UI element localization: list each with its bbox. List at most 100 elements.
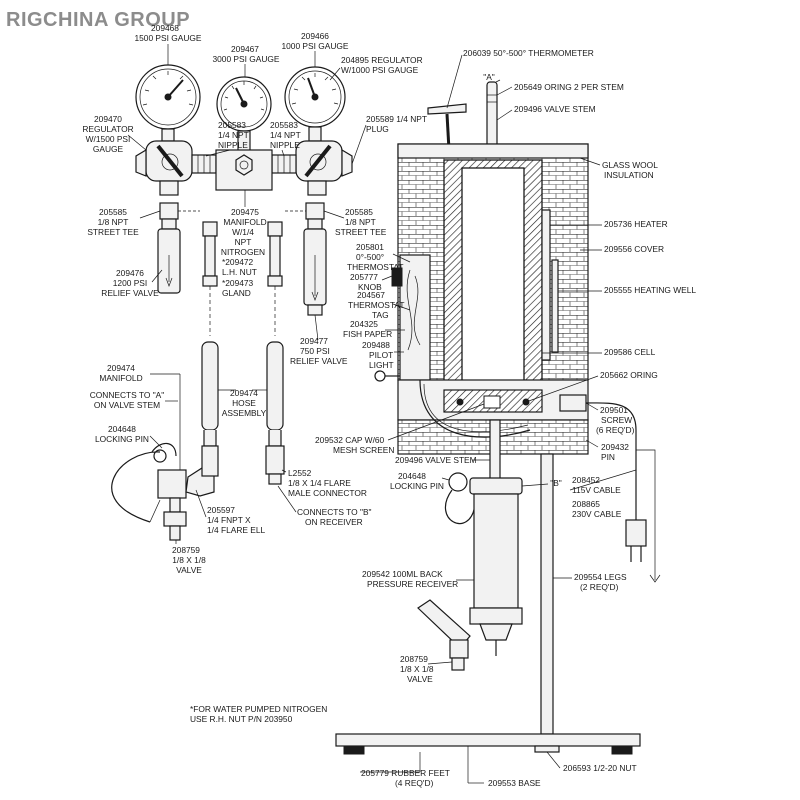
relief-valve-750 <box>303 218 327 316</box>
callout-plug-name: PLUG <box>366 124 389 134</box>
callout-legs-num: 209554 LEGS <box>574 572 627 582</box>
callout-heater: 205736 HEATER <box>604 219 668 229</box>
callout-thermostat-tag-l2: TAG <box>372 310 389 320</box>
callout-nipple-left-num: 205583 <box>218 120 246 130</box>
callout-gauge-1000-name: 1000 PSI GAUGE <box>281 41 348 51</box>
callout-locking-pin-left-num: 204648 <box>108 424 136 434</box>
callout-rubber-feet-name: (4 REQ'D) <box>395 778 434 788</box>
callout-cable-115-name: 115V CABLE <box>572 485 621 495</box>
callout-flare-ell-l2: 1/4 FLARE ELL <box>207 525 266 535</box>
callout-screw-l1: SCREW <box>601 415 632 425</box>
callout-regulator-1500-l3: GAUGE <box>93 144 124 154</box>
callout-label-b: "B" <box>550 478 562 488</box>
callout-pin-name: PIN <box>601 452 615 462</box>
callout-valve-stem-bottom: 209496 VALVE STEM <box>395 455 477 465</box>
callout-footnote-l2: USE R.H. NUT P/N 203950 <box>190 714 293 724</box>
callout-flare-ell-num: 205597 <box>207 505 235 515</box>
stand-leg <box>540 453 554 735</box>
callout-oring-cell: 205662 ORING <box>600 370 658 380</box>
callout-flare-conn-l1: 1/8 X 1/4 FLARE <box>288 478 351 488</box>
callout-street-tee-right-l1: 1/8 NPT <box>345 217 376 227</box>
callout-manifold-top-l4: NITROGEN <box>221 247 265 257</box>
callout-regulator-1000-name: W/1000 PSI GAUGE <box>341 65 419 75</box>
callout-fish-paper-name: FISH PAPER <box>343 329 392 339</box>
callout-manifold-side-num: 209474 <box>107 363 135 373</box>
hose-assembly <box>201 341 285 485</box>
gauge-3000-psi <box>216 76 272 152</box>
cell-cap <box>397 379 589 421</box>
callout-thermostat-l1: 0°-500° <box>356 252 384 262</box>
callout-relief-1200-l1: 1200 PSI <box>113 278 147 288</box>
callout-thermostat-tag-num: 204567 <box>357 290 385 300</box>
side-manifold-assembly <box>111 442 219 541</box>
callout-cable-230-num: 208865 <box>572 499 600 509</box>
callout-street-tee-right-l2: STREET TEE <box>335 227 387 237</box>
callout-hose-l1: HOSE <box>232 398 256 408</box>
locking-pin-right <box>444 472 476 525</box>
gauge-1500-psi <box>135 64 201 142</box>
relief-valve-1200 <box>157 218 181 294</box>
callout-valve-stem-top: 209496 VALVE STEM <box>514 104 596 114</box>
callout-manifold-top-l1: MANIFOLD <box>223 217 266 227</box>
callout-knob-name: KNOB <box>358 282 382 292</box>
valve-right <box>417 599 471 671</box>
callout-regulator-1500-l1: REGULATOR <box>82 124 133 134</box>
callout-gauge-1500-name: 1500 PSI GAUGE <box>134 33 201 43</box>
cell-body <box>443 159 543 399</box>
callout-valve-left-l1: 1/8 X 1/8 <box>172 555 206 565</box>
callout-cell: 209586 CELL <box>604 347 656 357</box>
valve-stem-bottom <box>489 419 501 481</box>
callout-nipple-right-l2: NIPPLE <box>270 140 300 150</box>
callout-gauge-3000-num: 209467 <box>231 44 259 54</box>
callout-locking-pin-right-name: LOCKING PIN <box>390 481 444 491</box>
callout-street-tee-right-num: 205585 <box>345 207 373 217</box>
callout-footnote-l1: *FOR WATER PUMPED NITROGEN <box>190 704 327 714</box>
callout-glass-wool-l2: INSULATION <box>604 170 654 180</box>
callout-rubber-feet-num: 205779 RUBBER FEET <box>361 768 450 778</box>
callout-valve-right-l1: 1/8 X 1/8 <box>400 664 434 674</box>
callout-thermostat-tag-l1: THERMOSTAT <box>348 300 404 310</box>
callout-legs-name: (2 REQ'D) <box>580 582 619 592</box>
leader-lines <box>127 44 637 784</box>
callout-screw-num: 209501 <box>600 405 628 415</box>
hose-ends-upper <box>202 221 283 336</box>
power-cable <box>559 394 661 583</box>
heater-element <box>541 209 551 361</box>
callout-regulator-1500-l2: W/1500 PSI <box>86 134 131 144</box>
street-tee-left <box>159 202 179 220</box>
street-tee-right <box>305 202 325 220</box>
callout-cover: 209556 COVER <box>604 244 664 254</box>
callout-flare-ell-l1: 1/4 FNPT X <box>207 515 251 525</box>
callout-fish-paper-num: 204325 <box>350 319 378 329</box>
callout-cable-230-name: 230V CABLE <box>572 509 622 519</box>
callout-locking-pin-right-num: 204648 <box>398 471 426 481</box>
callout-manifold-top-l3: NPT <box>235 237 252 247</box>
callout-flare-conn-num: L2552 <box>288 468 312 478</box>
callout-gland-num: *209473 <box>222 278 254 288</box>
callout-pilot-l2: LIGHT <box>369 360 394 370</box>
callout-lh-nut-name: L.H. NUT <box>222 267 257 277</box>
callout-knob: 205777 <box>350 272 378 282</box>
regulator-1500-body <box>135 140 193 196</box>
callout-base: 209553 BASE <box>488 778 541 788</box>
callout-manifold-side-name: MANIFOLD <box>99 373 142 383</box>
regulator-1000-body <box>295 140 353 196</box>
manifold-block <box>215 149 273 191</box>
callout-gauge-1000-num: 209466 <box>301 31 329 41</box>
callout-relief-750-num: 209477 <box>300 336 328 346</box>
callout-gauge-3000-name: 3000 PSI GAUGE <box>212 54 279 64</box>
heating-jacket-assembly <box>335 81 661 755</box>
callout-gauge-1500-num: 209468 <box>151 23 179 33</box>
pilot-light <box>374 370 400 382</box>
callout-nut: 206593 1/2-20 NUT <box>563 763 637 773</box>
callout-valve-left-l2: VALVE <box>176 565 202 575</box>
callout-heating-well: 205555 HEATING WELL <box>604 285 696 295</box>
callout-relief-750-l1: 750 PSI <box>300 346 330 356</box>
callout-connects-b-l1: CONNECTS TO "B" <box>297 507 372 517</box>
stand-base <box>335 733 641 755</box>
callout-connects-a-l2: ON VALVE STEM <box>94 400 160 410</box>
regulator-assembly <box>111 64 353 541</box>
gauge-1000-psi <box>284 66 346 142</box>
callout-flare-conn-l2: MALE CONNECTOR <box>288 488 367 498</box>
